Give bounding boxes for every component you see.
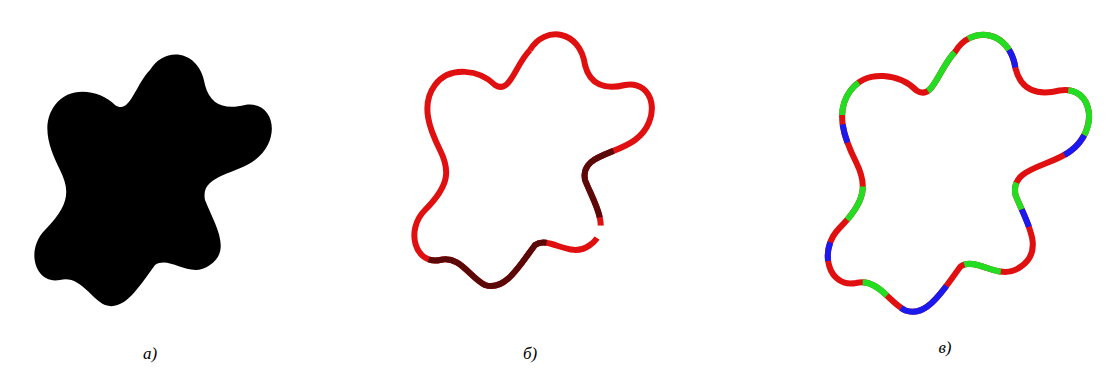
classified-contour — [828, 35, 1089, 312]
panel-label: а) — [143, 344, 157, 364]
filled-shape — [34, 54, 271, 306]
panel-label: в) — [938, 338, 951, 358]
panel-label: б) — [523, 344, 537, 364]
contour-segments — [414, 34, 651, 286]
